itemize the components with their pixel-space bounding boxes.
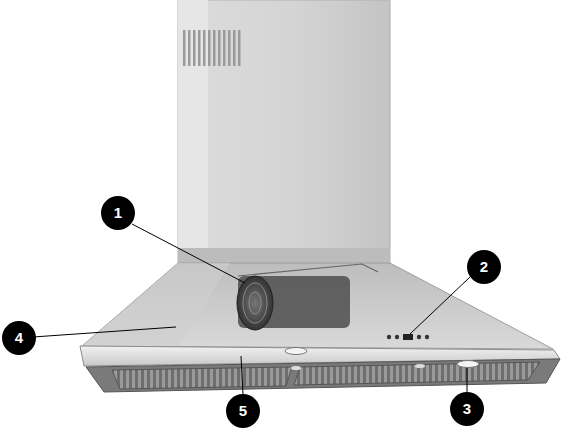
vent-slat (228, 30, 231, 66)
vent-slat (233, 30, 236, 66)
vent-slat (223, 30, 226, 66)
vent-slat (238, 30, 241, 66)
callout-number: 5 (226, 394, 260, 428)
callout-number: 2 (467, 250, 501, 284)
callout-number: 3 (450, 392, 484, 426)
vent-slat (208, 30, 211, 66)
callout-number: 4 (2, 321, 36, 355)
vent-slat (183, 30, 186, 66)
vent-slat (203, 30, 206, 66)
vent-slat (213, 30, 216, 66)
vent-slat (193, 30, 196, 66)
vent-slat (218, 30, 221, 66)
leader-lines (33, 224, 470, 394)
vent-slat (198, 30, 201, 66)
vent-slat (188, 30, 191, 66)
callout-number: 1 (101, 196, 135, 230)
